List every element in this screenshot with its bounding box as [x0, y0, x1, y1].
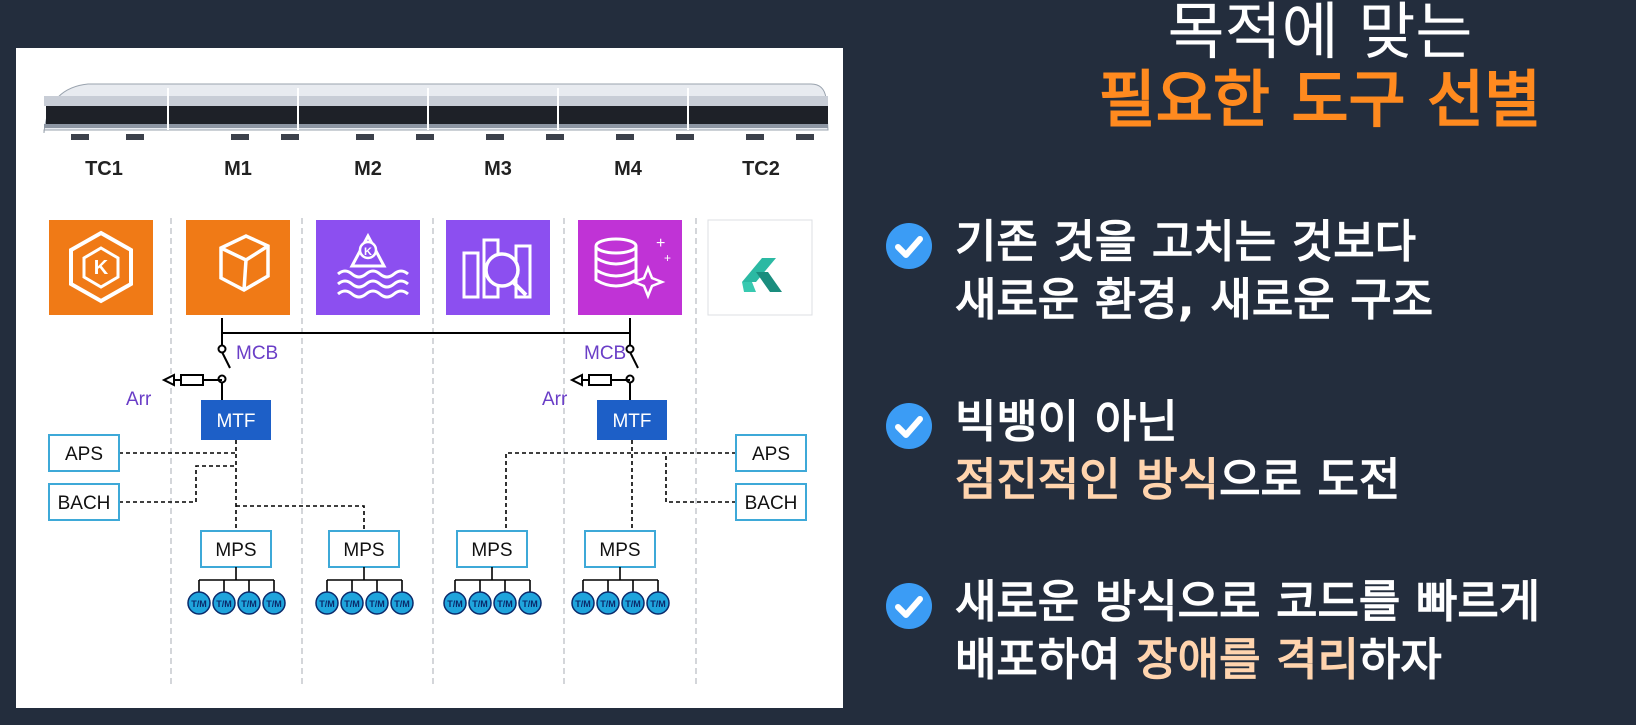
aps-box-left: APS	[65, 444, 103, 465]
database-sparkle-icon: + +	[578, 220, 682, 315]
svg-text:K: K	[94, 257, 109, 279]
tm-label: T/M	[241, 599, 257, 609]
bullet-3-highlight: 장애를 격리	[1136, 633, 1359, 686]
tm-label: T/M	[191, 599, 207, 609]
mcb-label-right: MCB	[584, 343, 626, 364]
heading-line2: 필요한 도구 선별	[1098, 63, 1542, 136]
bullet-1-line2: 새로운 환경, 새로운 구조	[955, 273, 1434, 326]
bullet-3-line1: 새로운 방식으로 코드를 빠르게	[955, 575, 1541, 628]
tm-label: T/M	[600, 599, 616, 609]
bullet-2-rest: 으로 도전	[1219, 453, 1401, 506]
mps-group: MPS T/M T/M T/M T/M	[187, 530, 286, 615]
tm-circle	[596, 591, 620, 615]
bach-box-left: BACH	[58, 493, 111, 514]
kotlin-logo-icon	[707, 219, 813, 316]
heading-line1: 목적에 맞는	[1167, 0, 1473, 68]
mps-box: MPS	[599, 540, 640, 561]
tm-circle	[443, 591, 467, 615]
tm-circle	[237, 591, 261, 615]
tm-label: T/M	[497, 599, 513, 609]
tm-label: T/M	[522, 599, 538, 609]
bullet-1-line1: 기존 것을 고치는 것보다	[955, 215, 1417, 268]
tm-label: T/M	[369, 599, 385, 609]
check-circle-icon	[886, 223, 932, 269]
svg-text:K: K	[364, 246, 372, 258]
mcb-label-left: MCB	[236, 343, 278, 364]
tm-circle	[468, 591, 492, 615]
mps-group: MPS T/M T/M T/M T/M	[443, 530, 542, 615]
cube-icon	[186, 220, 290, 315]
car-label-tc1: TC1	[85, 158, 123, 180]
tm-circle	[365, 591, 389, 615]
car-label-tc2: TC2	[742, 158, 780, 180]
mps-box: MPS	[471, 540, 512, 561]
mtf-box-right: MTF	[612, 411, 651, 432]
car-label-m3: M3	[484, 158, 512, 180]
bach-box-right: BACH	[745, 493, 798, 514]
tm-circle	[187, 591, 211, 615]
train-system-diagram: TC1 M1 M2 M3 M4 TC2 K K	[16, 48, 843, 708]
mps-group: MPS T/M T/M T/M T/M	[315, 530, 414, 615]
tm-label: T/M	[319, 599, 335, 609]
eks-k-hex-icon: K	[49, 220, 153, 315]
car-label-m4: M4	[614, 158, 643, 180]
tm-circle	[646, 591, 670, 615]
aps-box-right: APS	[752, 444, 790, 465]
mtf-box-left: MTF	[216, 411, 255, 432]
bullet-2-line1: 빅뱅이 아닌	[955, 395, 1178, 448]
tm-label: T/M	[625, 599, 641, 609]
tm-label: T/M	[447, 599, 463, 609]
bullet-3-prefix: 배포하여	[955, 633, 1137, 686]
tm-circle	[315, 591, 339, 615]
arr-label-right: Arr	[542, 389, 568, 410]
tm-label: T/M	[575, 599, 591, 609]
check-circle-icon	[886, 403, 932, 449]
tm-circle	[571, 591, 595, 615]
tm-circle	[390, 591, 414, 615]
tm-label: T/M	[472, 599, 488, 609]
tm-label: T/M	[344, 599, 360, 609]
tm-label: T/M	[216, 599, 232, 609]
tm-circle	[493, 591, 517, 615]
bullet-2-line2: 점진적인 방식으로 도전	[955, 450, 1400, 510]
check-circle-icon	[886, 583, 932, 629]
bullet-2-highlight: 점진적인 방식	[955, 453, 1220, 506]
bullet-3-line2: 배포하여 장애를 격리하자	[955, 630, 1442, 690]
mps-box: MPS	[215, 540, 256, 561]
car-label-m1: M1	[224, 158, 252, 180]
arr-label-left: Arr	[126, 389, 152, 410]
tm-circle	[518, 591, 542, 615]
kafka-stream-icon: K	[316, 220, 420, 315]
tm-label: T/M	[650, 599, 666, 609]
train-illustration	[43, 83, 829, 140]
tm-circle	[621, 591, 645, 615]
tm-label: T/M	[266, 599, 282, 609]
tm-circle	[262, 591, 286, 615]
mps-box: MPS	[343, 540, 384, 561]
bullet-3-rest: 하자	[1358, 633, 1442, 686]
car-label-m2: M2	[354, 158, 382, 180]
svg-text:+: +	[664, 251, 671, 265]
svg-text:+: +	[656, 235, 665, 252]
tm-circle	[212, 591, 236, 615]
search-analytics-icon	[446, 220, 550, 315]
tm-label: T/M	[394, 599, 410, 609]
tm-circle	[340, 591, 364, 615]
mps-group: MPS T/M T/M T/M T/M	[571, 530, 670, 615]
